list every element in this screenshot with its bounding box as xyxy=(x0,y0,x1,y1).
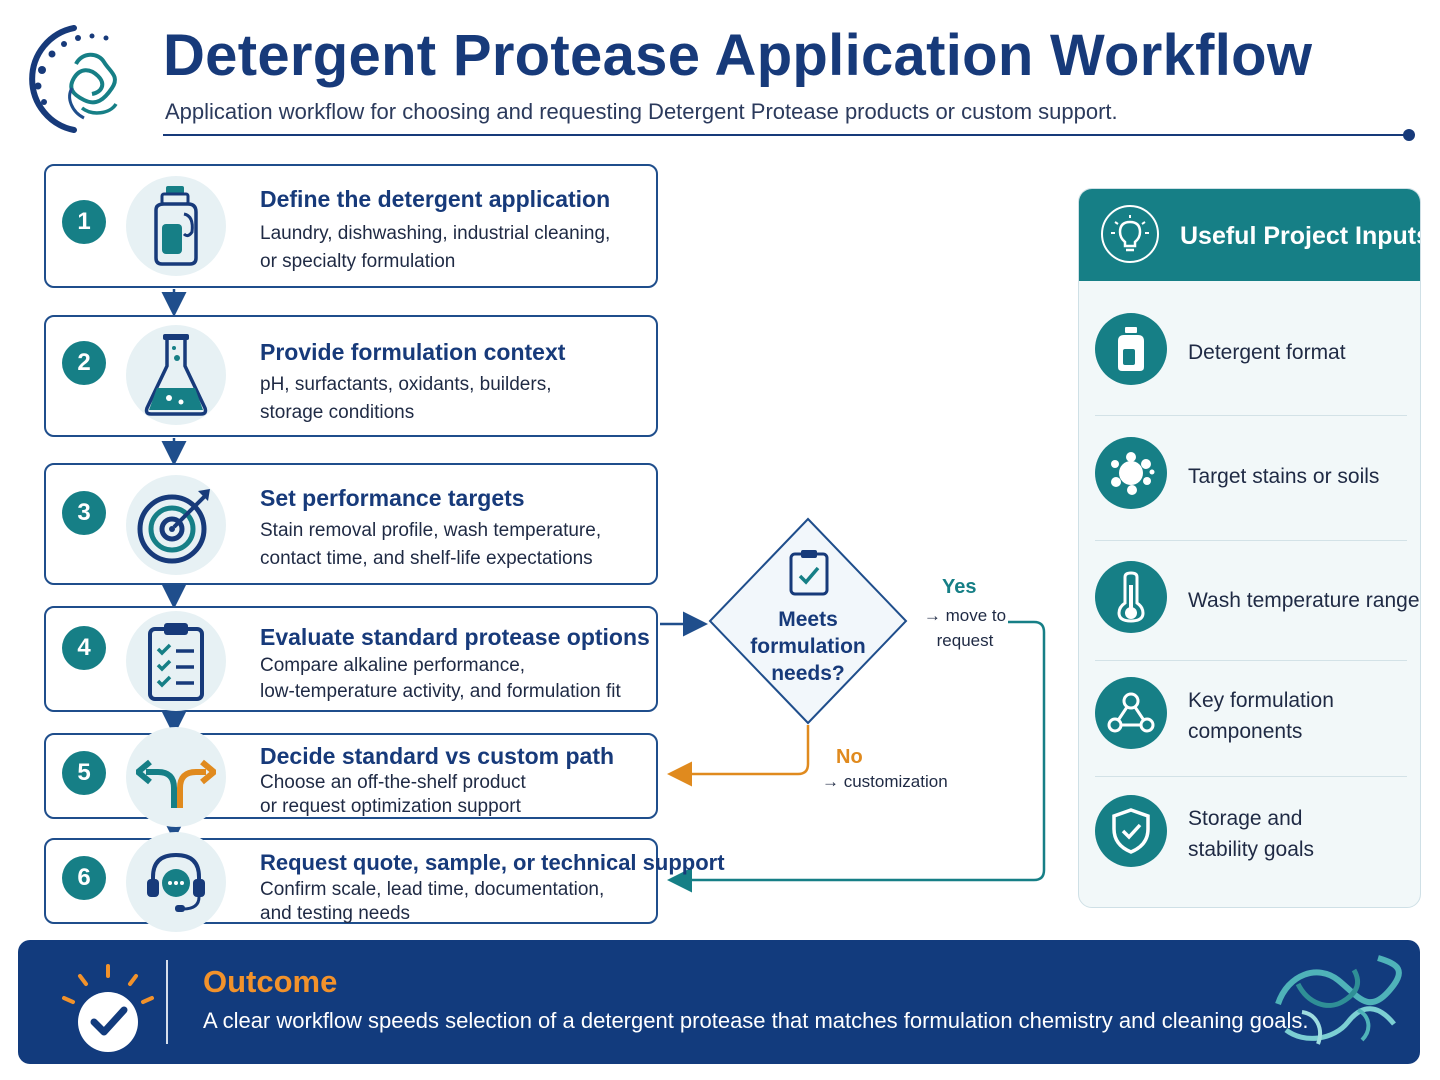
step-description-line: Choose an off-the-shelf product xyxy=(260,772,526,793)
input-label: Key formulation components xyxy=(1188,685,1334,747)
panel-divider xyxy=(1095,540,1407,541)
step-number-badge: 5 xyxy=(62,751,106,795)
no-label: No xyxy=(836,746,863,768)
step-number-badge: 3 xyxy=(62,491,106,535)
split-arrows-icon xyxy=(126,727,226,827)
input-label: Detergent format xyxy=(1188,337,1346,368)
molecule-nodes-icon xyxy=(1095,677,1167,749)
clipboard-check-icon xyxy=(789,550,829,596)
thermometer-icon xyxy=(1095,561,1167,633)
step-card-5: 5 Decide standard vs custom path Choose … xyxy=(44,727,658,827)
step-card-4: 4 Evaluate standard protease options Com… xyxy=(44,606,658,712)
step-description: Confirm scale, lead time, documentation,… xyxy=(260,878,604,926)
yes-description-line: request xyxy=(936,631,994,650)
shield-check-icon xyxy=(1095,795,1167,867)
step-description: Compare alkaline performance, low-temper… xyxy=(260,653,621,705)
step-title: Set performance targets xyxy=(260,485,525,511)
step-description-line: or request optimization support xyxy=(260,796,521,817)
panel-title: Useful Project Inputs xyxy=(1180,222,1421,250)
headset-chat-icon xyxy=(126,832,226,932)
input-label-line: Wash temperature range xyxy=(1188,589,1420,612)
decision-question: Meets formulation needs? xyxy=(738,606,878,687)
input-item: Target stains or soils xyxy=(1079,435,1420,515)
detergent-bottle-icon xyxy=(126,176,226,276)
step-number-badge: 1 xyxy=(62,200,106,244)
step-description-line: contact time, and shelf-life expectation… xyxy=(260,548,593,569)
step-description-line: Confirm scale, lead time, documentation, xyxy=(260,879,605,900)
step-number-badge: 4 xyxy=(62,626,106,670)
input-label: Wash temperature range xyxy=(1188,585,1420,616)
input-label: Target stains or soils xyxy=(1188,461,1379,492)
check-circle-icon xyxy=(62,964,154,1052)
clipboard-checklist-icon xyxy=(126,611,226,711)
input-label: Storage and stability goals xyxy=(1188,803,1314,865)
stain-splat-icon xyxy=(1095,437,1167,509)
step-number-badge: 2 xyxy=(62,341,106,385)
title-divider-dot xyxy=(1403,129,1415,141)
yes-description: → move to request xyxy=(915,603,1015,653)
step-title: Decide standard vs custom path xyxy=(260,743,615,769)
no-connector xyxy=(667,725,810,787)
bottle-icon xyxy=(1095,313,1167,385)
panel-divider xyxy=(1095,415,1407,416)
input-item: Wash temperature range xyxy=(1079,559,1420,639)
step-description-line: or specialty formulation xyxy=(260,251,456,272)
step-description-line: storage conditions xyxy=(260,402,415,423)
decision-question-line: formulation xyxy=(750,635,866,658)
step-description-line: Compare alkaline performance, xyxy=(260,655,526,676)
decision-question-line: needs? xyxy=(771,662,845,685)
title-divider xyxy=(163,134,1408,136)
step-description-line: pH, surfactants, oxidants, builders, xyxy=(260,374,552,395)
outcome-banner: Outcome A clear workflow speeds selectio… xyxy=(18,940,1420,1064)
input-item: Key formulation components xyxy=(1079,677,1420,757)
input-item: Storage and stability goals xyxy=(1079,795,1420,875)
step-title: Provide formulation context xyxy=(260,339,566,365)
step-description-line: Laundry, dishwashing, industrial cleanin… xyxy=(260,223,611,244)
step-card-1: 1 Define the detergent application Laund… xyxy=(44,164,658,288)
outcome-divider xyxy=(166,960,168,1044)
protein-logo-icon xyxy=(29,25,118,133)
outcome-title: Outcome xyxy=(203,964,338,999)
step-description: Stain removal profile, wash temperature,… xyxy=(260,517,601,573)
page-title: Detergent Protease Application Workflow xyxy=(163,23,1313,88)
step-title: Request quote, sample, or technical supp… xyxy=(260,850,725,875)
project-inputs-panel: Useful Project Inputs Detergent format xyxy=(1078,188,1421,908)
input-label-line: Key formulation xyxy=(1188,689,1334,712)
panel-divider xyxy=(1095,660,1407,661)
step-description-line: and testing needs xyxy=(260,903,411,924)
decision-question-line: Meets xyxy=(778,608,838,631)
step-description-line: Stain removal profile, wash temperature, xyxy=(260,520,602,541)
no-description: → customization xyxy=(822,772,948,791)
step-number-badge: 6 xyxy=(62,856,106,900)
target-icon xyxy=(126,475,226,575)
step-title: Evaluate standard protease options xyxy=(260,624,650,650)
step-description-line: low-temperature activity, and formulatio… xyxy=(260,681,621,702)
input-label-line: components xyxy=(1188,720,1303,743)
yes-description-line: → move to xyxy=(923,606,1007,625)
flask-icon xyxy=(126,325,226,425)
panel-divider xyxy=(1095,776,1407,777)
input-item: Detergent format xyxy=(1079,309,1420,389)
input-label-line: stability goals xyxy=(1188,838,1315,861)
outcome-text: A clear workflow speeds selection of a d… xyxy=(203,1008,1309,1033)
step-card-2: 2 Provide formulation context pH, surfac… xyxy=(44,315,658,437)
yes-label: Yes xyxy=(942,576,977,598)
step-description: pH, surfactants, oxidants, builders, sto… xyxy=(260,371,551,427)
input-label-line: Storage and xyxy=(1188,807,1303,830)
page-subtitle: Application workflow for choosing and re… xyxy=(165,99,1118,124)
input-label-line: Detergent format xyxy=(1188,341,1346,364)
input-label-line: Target stains or soils xyxy=(1188,465,1380,488)
step-title: Define the detergent application xyxy=(260,186,611,212)
step-description: Laundry, dishwashing, industrial cleanin… xyxy=(260,220,610,276)
step-card-6: 6 Request quote, sample, or technical su… xyxy=(44,832,725,932)
step-card-3: 3 Set performance targets Stain removal … xyxy=(44,463,658,585)
protein-ribbon-icon xyxy=(1275,955,1402,1045)
lightbulb-icon xyxy=(1101,205,1159,263)
step-description: Choose an off-the-shelf product or reque… xyxy=(260,771,526,819)
panel-header: Useful Project Inputs xyxy=(1079,189,1421,281)
